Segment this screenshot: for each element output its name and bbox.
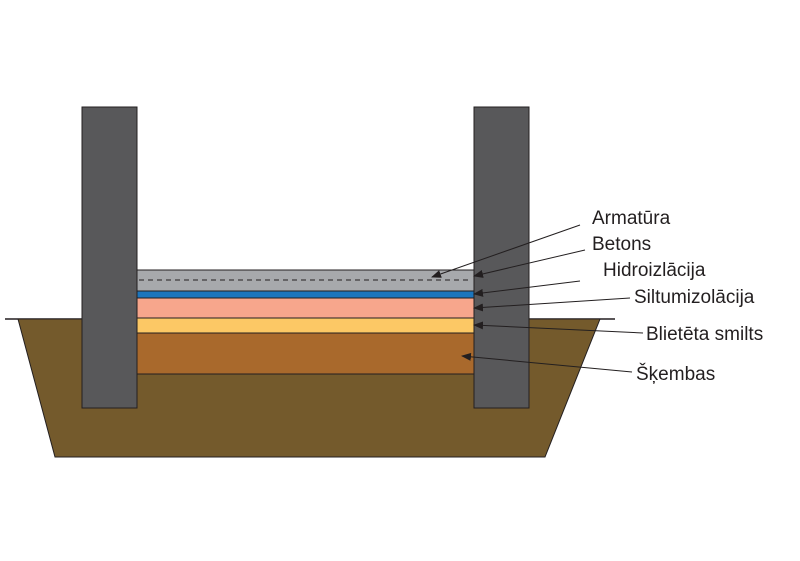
arrow-skembas (461, 352, 633, 373)
layer-siltumizolacija (136, 297, 475, 319)
layer-smilts (136, 317, 475, 334)
label-hidroizolacija: Hidroizlācija (603, 260, 706, 281)
label-skembas: Šķembas (636, 363, 715, 385)
arrow-smilts (473, 321, 644, 334)
label-betons: Betons (592, 234, 651, 255)
arrow-betons (473, 249, 586, 278)
right-wall (473, 106, 530, 409)
label-smilts: Blietēta smilts (646, 324, 763, 345)
layer-hidroizolacija (136, 290, 475, 299)
left-wall (81, 106, 138, 409)
arrow-siltumizolacija (473, 297, 631, 312)
layer-skembas (136, 332, 475, 375)
arrow-armatura (431, 224, 581, 278)
label-siltumizolacija: Siltumizolācija (634, 287, 755, 308)
arrow-hidroizolacija (473, 280, 581, 297)
label-armatura: Armatūra (592, 208, 671, 229)
